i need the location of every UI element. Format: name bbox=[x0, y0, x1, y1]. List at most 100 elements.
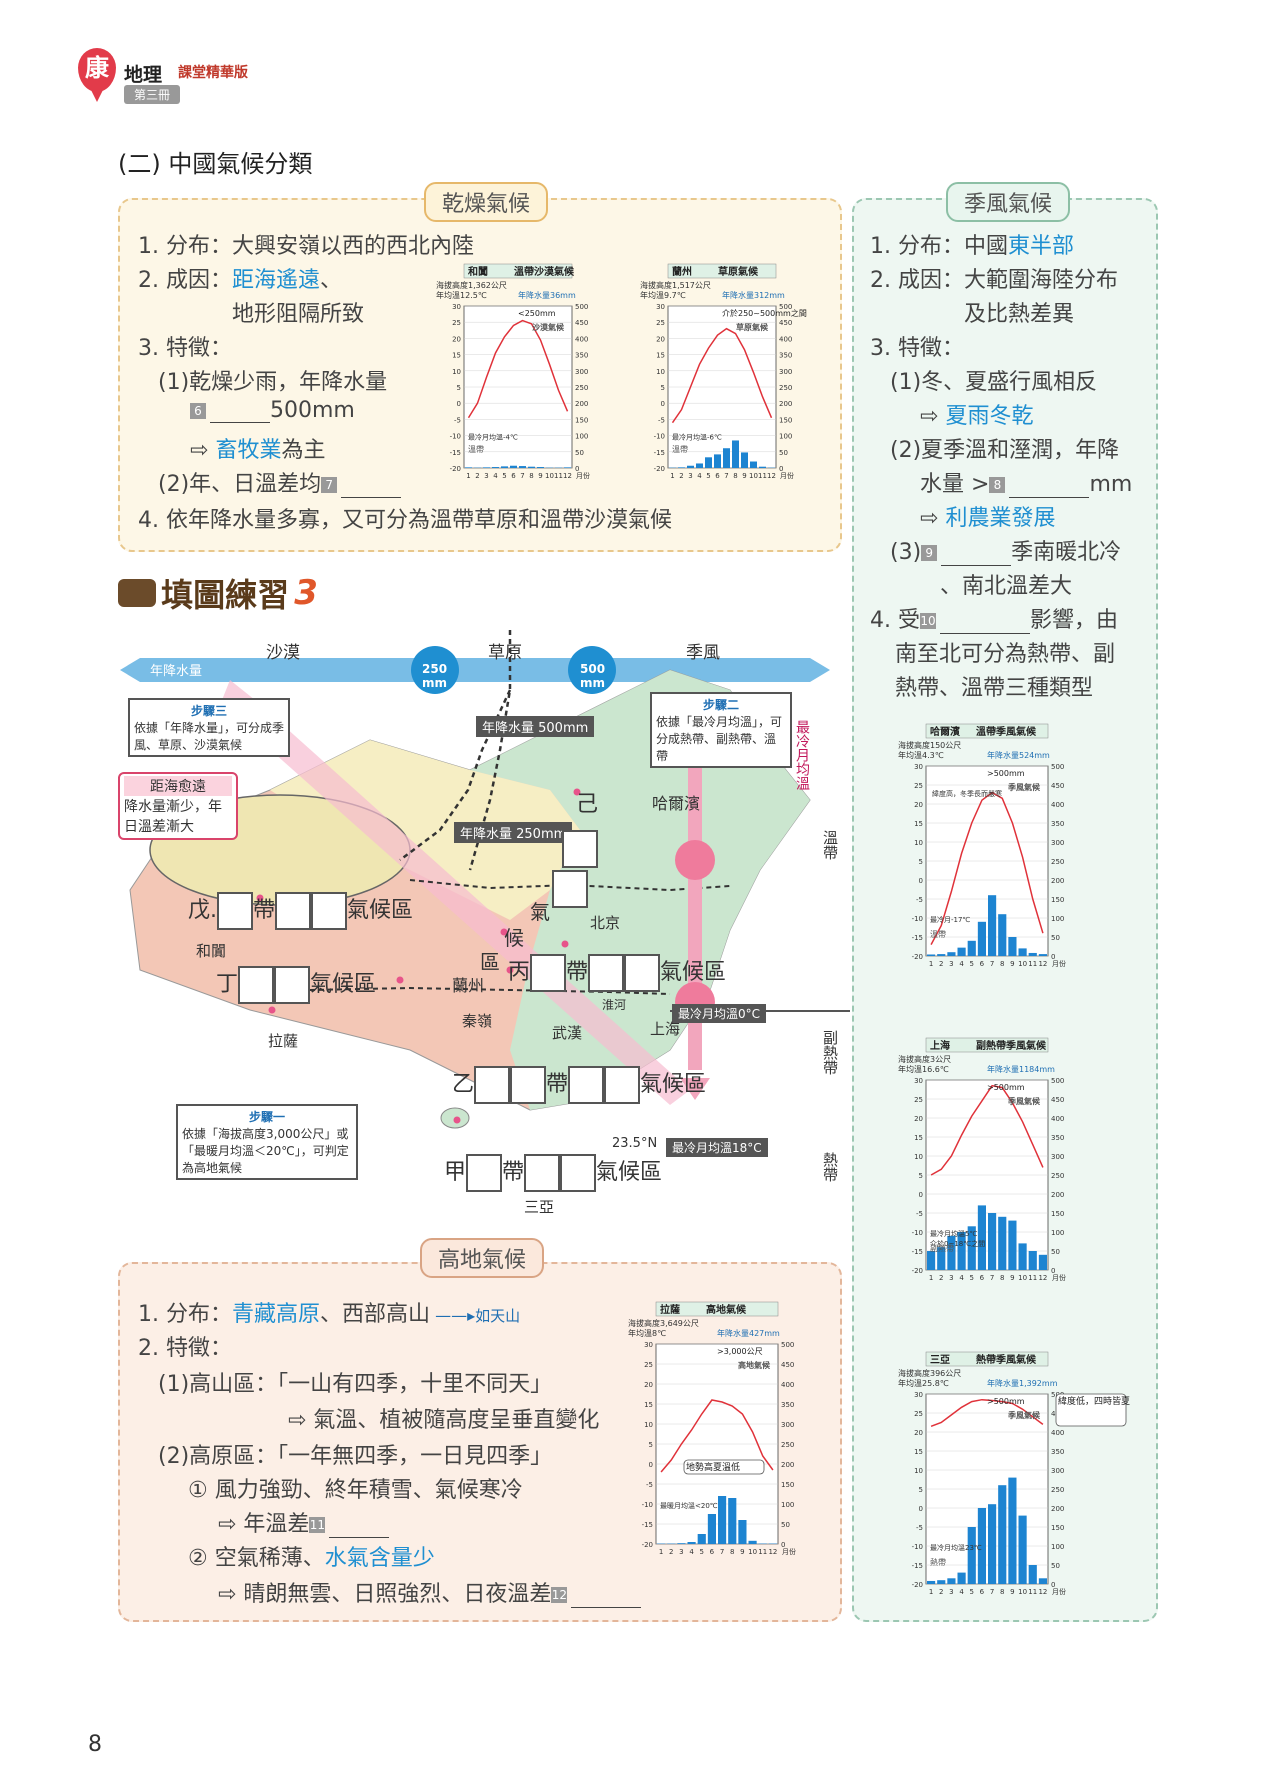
answer-blank[interactable] bbox=[939, 613, 1030, 634]
band-label: 溫帶 bbox=[930, 930, 946, 939]
month-tick: 4 bbox=[493, 472, 498, 480]
month-tick: 8 bbox=[730, 1548, 734, 1556]
chart-note: >500mm bbox=[987, 1083, 1025, 1092]
precip-tick: 200 bbox=[1051, 877, 1064, 885]
answer-blank[interactable] bbox=[941, 545, 1012, 566]
answer-box[interactable] bbox=[624, 954, 661, 992]
precip-bar bbox=[927, 1251, 936, 1270]
month-tick: 9 bbox=[1010, 1588, 1014, 1596]
answer-blank[interactable] bbox=[341, 477, 402, 498]
exercise-heading: 填圖練習 3 bbox=[118, 570, 318, 616]
highland-mountain-effect: ⇨ 氣溫、植被隨高度呈垂直變化 bbox=[288, 1408, 600, 1433]
precip-tick: 150 bbox=[1051, 896, 1064, 904]
climate-chart-sanya: 三亞熱帶季風氣候海拔高度396公尺年均溫25.8℃年降水量1,392mm3050… bbox=[898, 1351, 1130, 1596]
temp-tick: 20 bbox=[914, 801, 923, 809]
month-tick: 4 bbox=[697, 472, 702, 480]
arrow-label-rainfall: 年降水量 bbox=[150, 664, 203, 679]
cold-note: 最冷月均溫23℃ bbox=[930, 1543, 982, 1552]
chart-city: 哈爾濱 bbox=[930, 725, 960, 738]
precip-tick: 150 bbox=[1051, 1210, 1064, 1218]
tail: 為主 bbox=[281, 438, 326, 463]
precip-bar bbox=[1038, 954, 1047, 956]
answer-box[interactable] bbox=[274, 966, 311, 1004]
temp-tick: -20 bbox=[912, 1267, 923, 1275]
grass-region-box-2[interactable] bbox=[552, 870, 588, 908]
answer-box[interactable] bbox=[510, 1066, 547, 1104]
answer-box[interactable] bbox=[466, 1154, 503, 1192]
answer-box[interactable] bbox=[474, 1066, 511, 1104]
highland-plateau: (2)高原區：「一年無四季，一日見四季」 bbox=[158, 1444, 553, 1469]
answer-box[interactable] bbox=[530, 954, 567, 992]
precip-bar bbox=[1018, 948, 1027, 956]
answer-blank[interactable] bbox=[329, 1517, 390, 1538]
answer-box[interactable] bbox=[311, 892, 348, 930]
answer-box[interactable] bbox=[604, 1066, 641, 1104]
bubble-text: 地勢高夏溫低 bbox=[686, 1461, 740, 1473]
answer-blank[interactable] bbox=[1009, 477, 1090, 498]
chart-type: 副熱帶季風氣候 bbox=[976, 1039, 1047, 1052]
precip-bar bbox=[465, 467, 472, 468]
chart-elev: 海拔高度150公尺 bbox=[898, 740, 961, 750]
answer-box[interactable] bbox=[562, 830, 598, 868]
month-tick: 5 bbox=[700, 1548, 704, 1556]
precip-tick: 50 bbox=[781, 1521, 790, 1529]
answer-box[interactable] bbox=[275, 892, 312, 930]
cold-note-2: 介於0~18℃之間 bbox=[930, 1239, 985, 1248]
temp-tick: 25 bbox=[656, 319, 665, 327]
temp-tick: 30 bbox=[452, 303, 461, 311]
chart-city: 和闐 bbox=[467, 265, 488, 278]
series-title: 課堂精華版 bbox=[178, 65, 248, 81]
precip-tick: 500 bbox=[779, 303, 792, 311]
precip-bar bbox=[947, 1578, 956, 1584]
temp-tick: -5 bbox=[658, 416, 665, 424]
month-tick: 6 bbox=[980, 1274, 985, 1282]
temp-tick: -15 bbox=[912, 1562, 923, 1570]
chart-header-bg bbox=[463, 263, 573, 279]
text: 1. 分布： bbox=[138, 1302, 232, 1327]
answer-box[interactable] bbox=[568, 1066, 605, 1104]
precip-bar bbox=[537, 467, 544, 468]
grass-region-box-1[interactable] bbox=[562, 830, 598, 868]
precip-tick: 100 bbox=[1051, 915, 1064, 923]
month-tick: 6 bbox=[511, 472, 516, 480]
answer-blank[interactable] bbox=[210, 402, 270, 423]
temp-tick: -5 bbox=[916, 896, 923, 904]
precip-bar bbox=[1038, 1254, 1047, 1270]
region-wu: 戊.帶氣候區 bbox=[188, 892, 413, 930]
camera-icon bbox=[118, 579, 156, 607]
answer-box[interactable] bbox=[588, 954, 625, 992]
precip-tick: 300 bbox=[1051, 1467, 1064, 1475]
month-tick: 10 bbox=[1018, 1588, 1027, 1596]
dai: 帶 bbox=[253, 898, 276, 923]
precip-tick: 250 bbox=[781, 1441, 794, 1449]
answer-box[interactable] bbox=[238, 966, 275, 1004]
dry-climate-tag: 乾燥氣候 bbox=[424, 182, 549, 222]
month-unit: 月份 bbox=[1052, 1273, 1066, 1282]
chart-avg: 年均溫8℃ bbox=[628, 1328, 666, 1338]
temp-tick: 30 bbox=[914, 1391, 923, 1399]
precip-bar bbox=[977, 921, 986, 956]
answer-box[interactable] bbox=[560, 1154, 597, 1192]
answer-box[interactable] bbox=[217, 892, 253, 930]
precip-tick: 200 bbox=[781, 1461, 794, 1469]
label-tropical: 熱帶 bbox=[821, 1152, 839, 1182]
precip-bar bbox=[967, 1527, 976, 1584]
precip-bar bbox=[937, 1580, 946, 1584]
answer-box[interactable] bbox=[524, 1154, 561, 1192]
temp-tick: 0 bbox=[661, 400, 665, 408]
temp-tick: -5 bbox=[646, 1481, 653, 1489]
precip-tick: 0 bbox=[1051, 1581, 1055, 1589]
answer-blank[interactable] bbox=[571, 1587, 642, 1608]
volume-badge: 第三冊 bbox=[124, 85, 181, 104]
distance-arrow bbox=[220, 680, 690, 1105]
chart-avg: 年均溫16.6℃ bbox=[898, 1064, 949, 1074]
temp-tick: -15 bbox=[450, 449, 461, 457]
month-tick: 1 bbox=[670, 472, 674, 480]
temp-tick: 25 bbox=[452, 319, 461, 327]
temp-tick: -15 bbox=[912, 1248, 923, 1256]
precip-bar bbox=[947, 1235, 956, 1270]
answer-box[interactable] bbox=[552, 870, 588, 908]
